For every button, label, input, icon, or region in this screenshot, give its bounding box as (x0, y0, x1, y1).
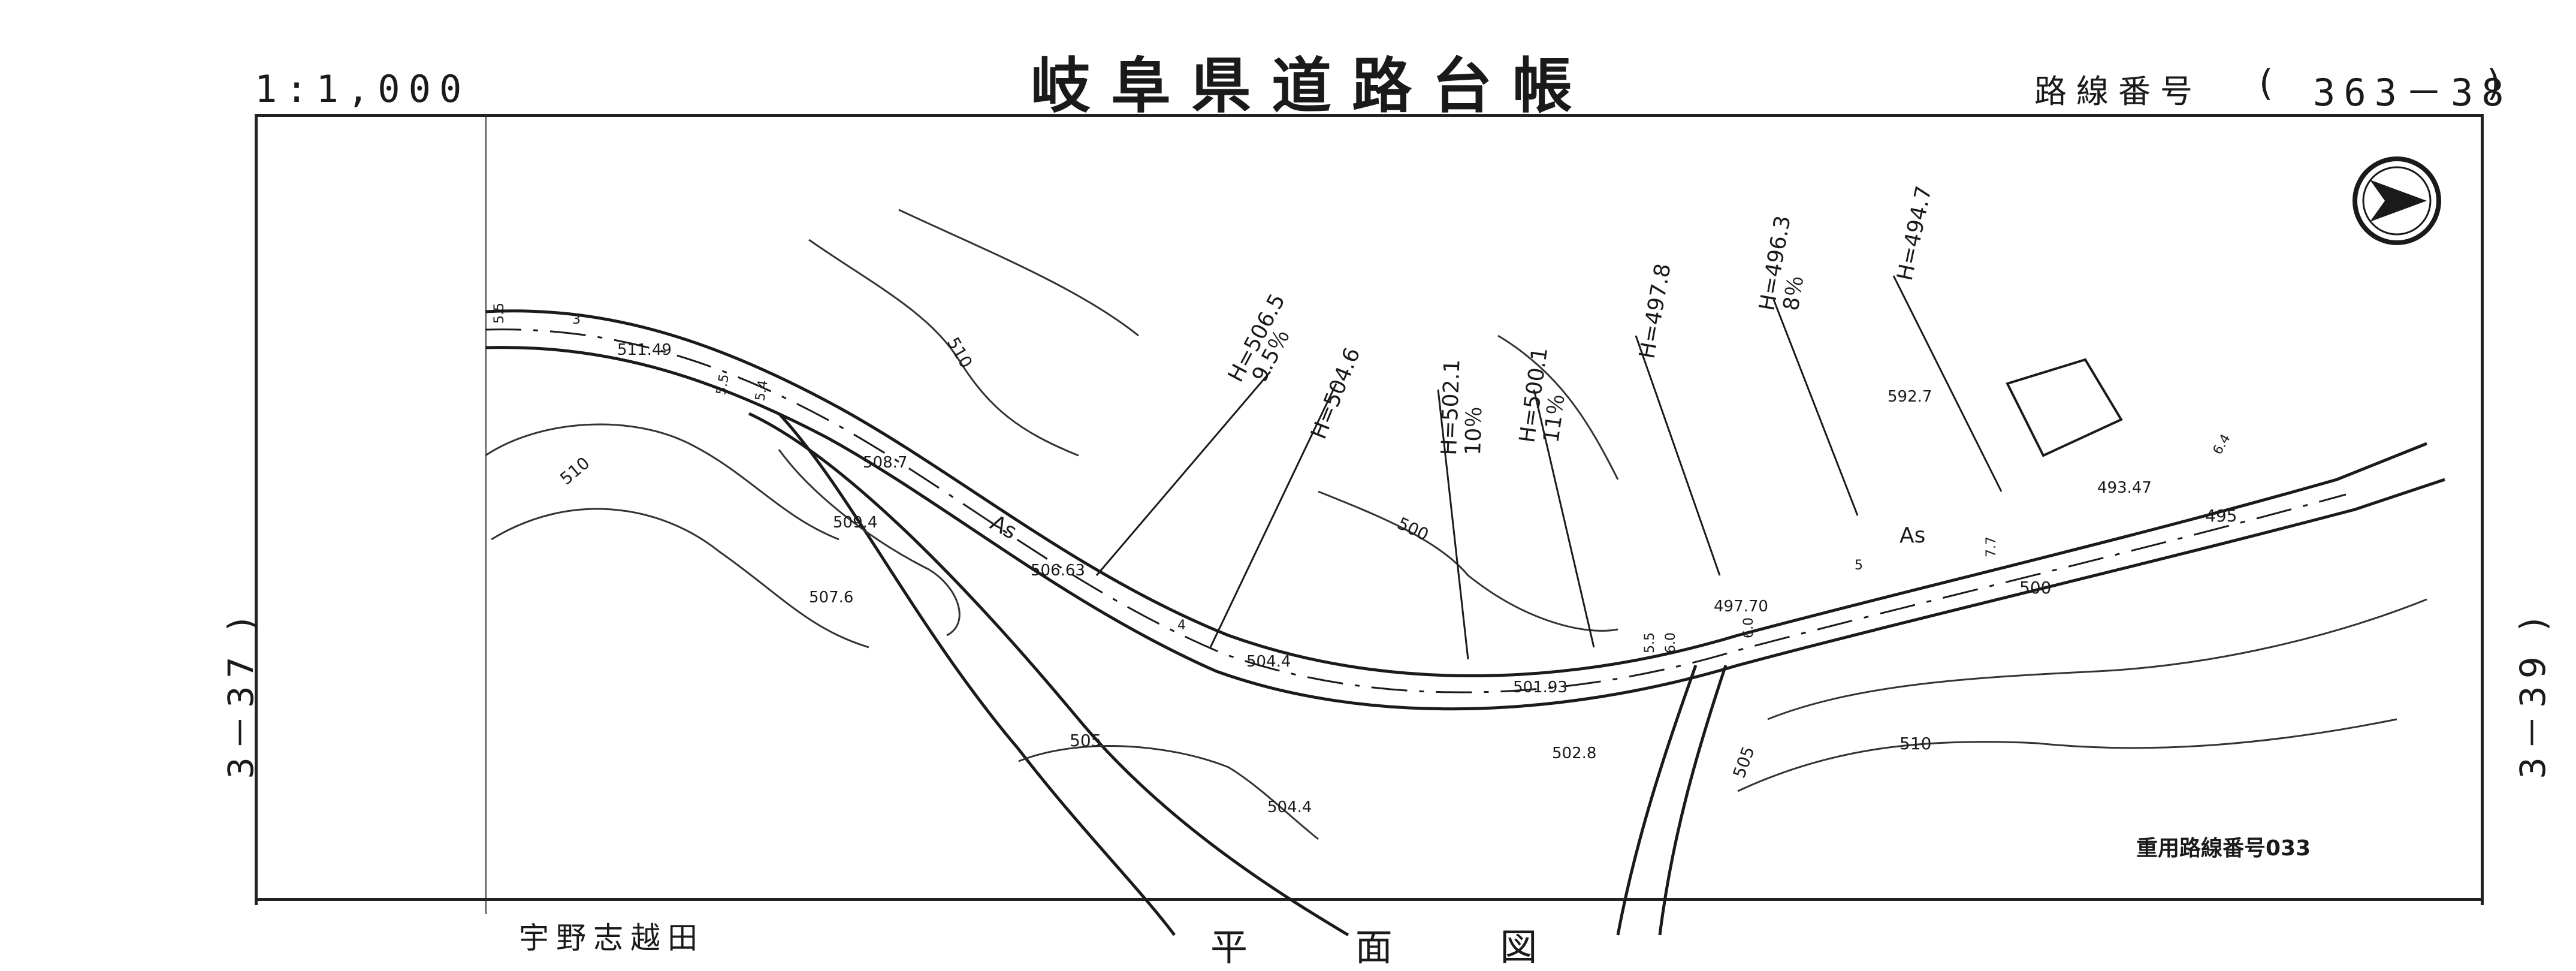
contour-8: 495 (2205, 506, 2237, 526)
width-2: 5.5 (714, 373, 732, 396)
adjacent-sheet-left: 3－37 ) (221, 610, 261, 779)
contour-1: 510 (943, 334, 976, 372)
contour-5: 505 (1729, 744, 1759, 781)
place-name: 宇野志越田 (519, 921, 705, 955)
north-arrow-icon (2352, 156, 2441, 245)
contour-7: 500 (2019, 578, 2051, 598)
grade-label-4: 8％ (1778, 273, 1809, 312)
contour-4: 505 (1070, 731, 1101, 750)
elev-5: 506.63 (1031, 562, 1085, 580)
elev-1: 511.49 (617, 341, 672, 359)
width-10: 7.7 (1984, 536, 1999, 557)
elev-3: 509.4 (833, 514, 877, 532)
width-labels: 5.5 5.5 5.4 3 4 5.5 6.0 6.0 5 7.7 6.4 (492, 303, 2234, 653)
as-label-1: As (986, 511, 1021, 545)
elev-8: 502.8 (1552, 744, 1596, 762)
route-number: 363－38 (2313, 71, 2512, 114)
map-bottom-rule (255, 898, 2484, 901)
width-5: 4 (1177, 618, 1186, 633)
page-title: 岐阜県道路台帳 (1031, 51, 1593, 121)
elev-7: 501.93 (1513, 679, 1568, 696)
width-7: 6.0 (1663, 632, 1678, 653)
elevation-labels: 511.49 508.7 509.4 507.6 506.63 504.4 50… (617, 341, 2152, 816)
height-label-2: H=504.6 (1306, 344, 1365, 442)
width-9: 5 (1855, 558, 1863, 573)
map-labels: As As H=506.5 H=504.6 H=502.1 H=500.1 H=… (986, 184, 1937, 548)
width-4: 3 (572, 312, 581, 327)
road-centerline (485, 328, 2347, 693)
height-label-7: H=494.7 (1893, 184, 1937, 283)
elev-12: 493.47 (2097, 479, 2152, 497)
elev-6: 504.4 (1246, 653, 1291, 671)
height-label-3: H=502.1 (1437, 359, 1465, 456)
width-3: 5.4 (753, 379, 771, 402)
elev-4: 507.6 (809, 589, 853, 607)
route-paren-close: ) (2487, 62, 2501, 104)
road-code-label: 重用路線番号033 (2136, 836, 2311, 861)
grade-label-2: 10％ (1461, 406, 1487, 456)
route-number-label: 路線番号 (2034, 73, 2202, 110)
map-scale: 1:1,000 (255, 67, 470, 111)
route-paren-open: ( (2259, 62, 2273, 104)
height-label-5: H=497.8 (1635, 262, 1675, 361)
width-8: 6.0 (1741, 617, 1756, 638)
contour-lines (485, 209, 2427, 840)
contour-2: 510 (556, 453, 593, 489)
height-sight-lines (1095, 275, 2003, 660)
elev-11: 592.7 (1888, 388, 1932, 406)
contour-3: 500 (1394, 513, 1432, 544)
building-outline (2006, 358, 2123, 457)
width-1: 5.5 (492, 303, 507, 324)
width-11: 6.4 (2210, 432, 2234, 457)
road-edges (485, 309, 2445, 937)
road-map: As As H=506.5 H=504.6 H=502.1 H=500.1 H=… (485, 156, 2445, 937)
sheet-caption: 平 面 図 (1210, 925, 1586, 969)
as-label-2: As (1899, 523, 1925, 548)
contour-6: 510 (1899, 734, 1931, 753)
elev-10: 497.70 (1714, 598, 1768, 616)
elev-2: 508.7 (863, 454, 907, 472)
width-6: 5.5 (1642, 632, 1657, 653)
adjacent-sheet-right: 3－39 ) (2512, 610, 2553, 779)
map-frame (255, 114, 2484, 905)
map-inner-border (485, 117, 487, 914)
elev-9: 504.4 (1267, 798, 1312, 816)
